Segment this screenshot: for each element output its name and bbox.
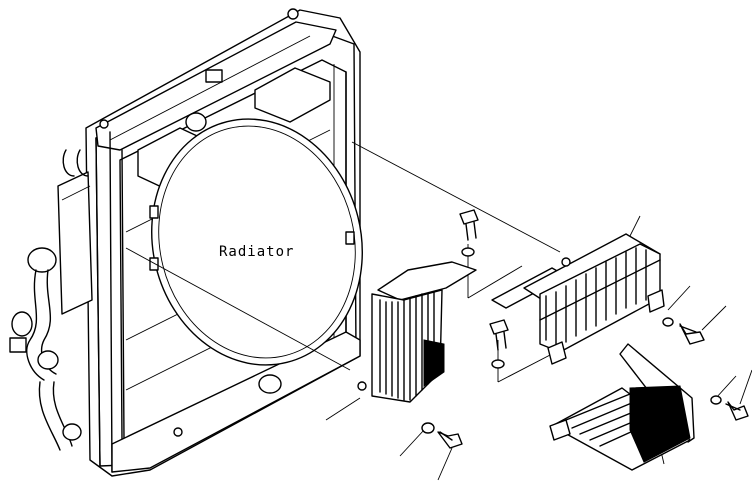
guard-shadow [423,339,445,387]
leader-line [667,285,691,311]
bolt [679,323,705,345]
leader-line [125,247,351,371]
bottom-hose-outlet [258,374,282,394]
mount-tab [345,231,355,245]
drain-hose [38,381,61,451]
lift-eye [99,119,109,129]
overflow-hose [62,149,89,177]
hose-clamp [11,311,33,337]
drain-cock [62,423,82,441]
bolt [489,319,509,351]
guard-mesh-dark [629,385,691,463]
left-hoses [9,149,93,451]
washer [357,381,367,391]
mount-hole [561,257,571,267]
leader-line [325,397,361,421]
radiator-assembly: Radiator [85,8,363,477]
top-hose-outlet [185,112,207,132]
leader-line [467,265,523,299]
coolant-hose [26,269,45,381]
cooler-foot [647,289,665,313]
hose-clamp [37,350,59,370]
fasteners [421,209,749,449]
bottom-rail [111,331,361,473]
bolt [725,401,749,421]
leader-line [715,375,737,399]
leader-line [399,429,425,457]
reservoir-tank [57,171,93,315]
radiator-label: Radiator [219,244,294,260]
top-bracket [254,67,331,123]
cooler-foot [547,341,567,365]
leader-line [437,447,453,481]
lift-eye [287,8,299,20]
lower-right-guard [549,343,695,471]
bolt [437,431,463,449]
guard-foot [549,419,571,441]
guard-floor-fins [565,393,645,447]
washer [461,247,475,257]
bolt-head [173,427,183,437]
cooler-fins [545,247,647,347]
leader-line [351,141,561,253]
filler-cap [205,69,223,83]
washer [491,359,505,369]
mount-tab [149,257,159,271]
hose-fitting [9,337,27,353]
leader-line [739,369,752,405]
oil-cooler-screen [491,233,665,365]
leader-line [701,305,727,331]
leader-line [497,353,553,383]
mount-tab [149,205,159,219]
washer [421,422,435,434]
bolt [459,209,479,241]
hose-elbow [27,247,57,273]
left-screen-guard [357,261,477,403]
washer [662,317,674,327]
washer [710,395,722,405]
